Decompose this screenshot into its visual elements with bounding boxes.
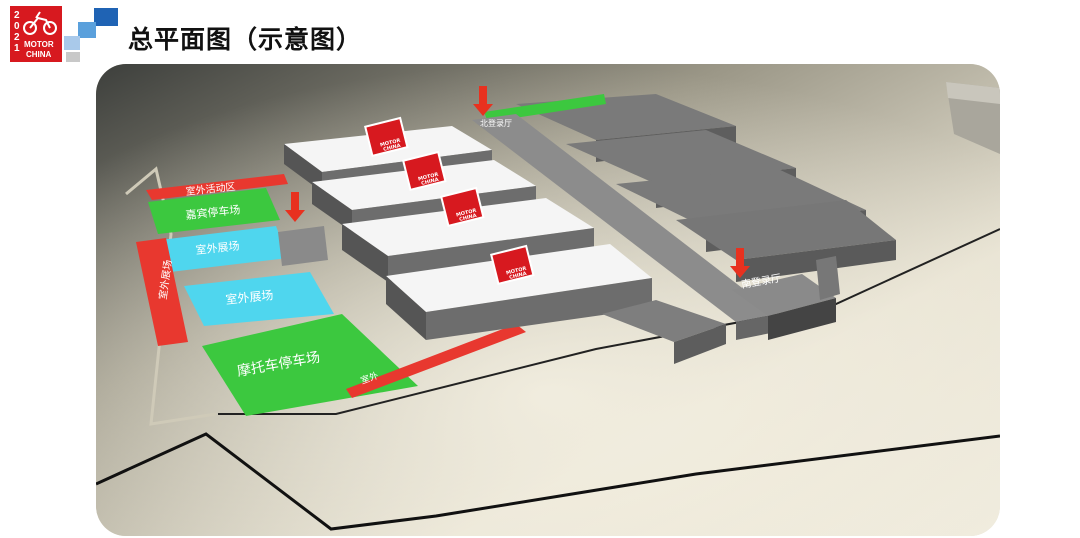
page-title: 总平面图（示意图） (128, 25, 363, 54)
arrow-down-icon (285, 192, 305, 222)
logo-year-0: 0 (14, 21, 20, 32)
road-left (125, 166, 217, 426)
logo-line1: MOTOR (24, 40, 54, 49)
arrow-down-icon (730, 248, 750, 278)
outdoor-activity-area (146, 174, 288, 200)
motorcycle-icon (23, 11, 57, 35)
south-building (602, 300, 726, 342)
logo-year-1: 1 (14, 43, 20, 54)
svg-text:MOTOR: MOTOR (380, 138, 402, 149)
pavilion-logo-2: MOTOR CHINA (402, 150, 447, 192)
label-vip-parking: 嘉宾停车场 (185, 202, 241, 222)
bottom-red-strip (346, 324, 526, 398)
outdoor-exhibit-zone-1 (160, 226, 288, 272)
svg-text:MOTOR: MOTOR (418, 172, 440, 183)
deco-square-mid (78, 22, 96, 38)
connector-block (278, 226, 328, 266)
logo-line2: CHINA (26, 50, 52, 59)
pavilion-logo-4: MOTOR CHINA (489, 244, 535, 286)
pavilion-logo-1: MOTOR CHINA (364, 116, 409, 158)
outdoor-exhibit-vertical (136, 238, 188, 346)
svg-text:MOTOR: MOTOR (506, 266, 528, 277)
svg-text:CHINA: CHINA (459, 213, 478, 223)
logo-year-2: 2 (14, 10, 20, 21)
site-plan-map[interactable]: 室外活动区 嘉宾停车场 室外展场 室外展场 室外展场 摩托车停车场 室外 (96, 64, 1000, 536)
road-center (218, 228, 1000, 415)
svg-text:CHINA: CHINA (421, 177, 440, 187)
south-hall-block (732, 274, 836, 316)
vip-parking-zone (148, 188, 280, 234)
pavilion-logo-3: MOTOR CHINA (440, 186, 485, 228)
deco-square-grey (66, 52, 80, 62)
deco-square-dark (94, 8, 118, 26)
label-outdoor-exhibit-1: 室外展场 (195, 238, 240, 257)
concourse (472, 114, 776, 322)
svg-text:CHINA: CHINA (509, 271, 528, 281)
logo-year-2b: 2 (14, 32, 20, 43)
label-north-hall: 北登录厅 (480, 118, 512, 128)
motor-china-logo: 2 0 2 1 MOTOR CHINA (10, 6, 62, 62)
label-outdoor-exhibit-2: 室外展场 (225, 287, 274, 307)
svg-text:MOTOR: MOTOR (456, 208, 478, 219)
svg-text:CHINA: CHINA (383, 143, 402, 153)
hall-back-2 (566, 130, 796, 184)
hall-back-4 (676, 200, 896, 260)
road-outer (96, 432, 1000, 531)
outdoor-exhibit-zone-2 (184, 272, 334, 326)
arrow-down-icon (473, 86, 493, 116)
deco-square-light (64, 36, 80, 50)
